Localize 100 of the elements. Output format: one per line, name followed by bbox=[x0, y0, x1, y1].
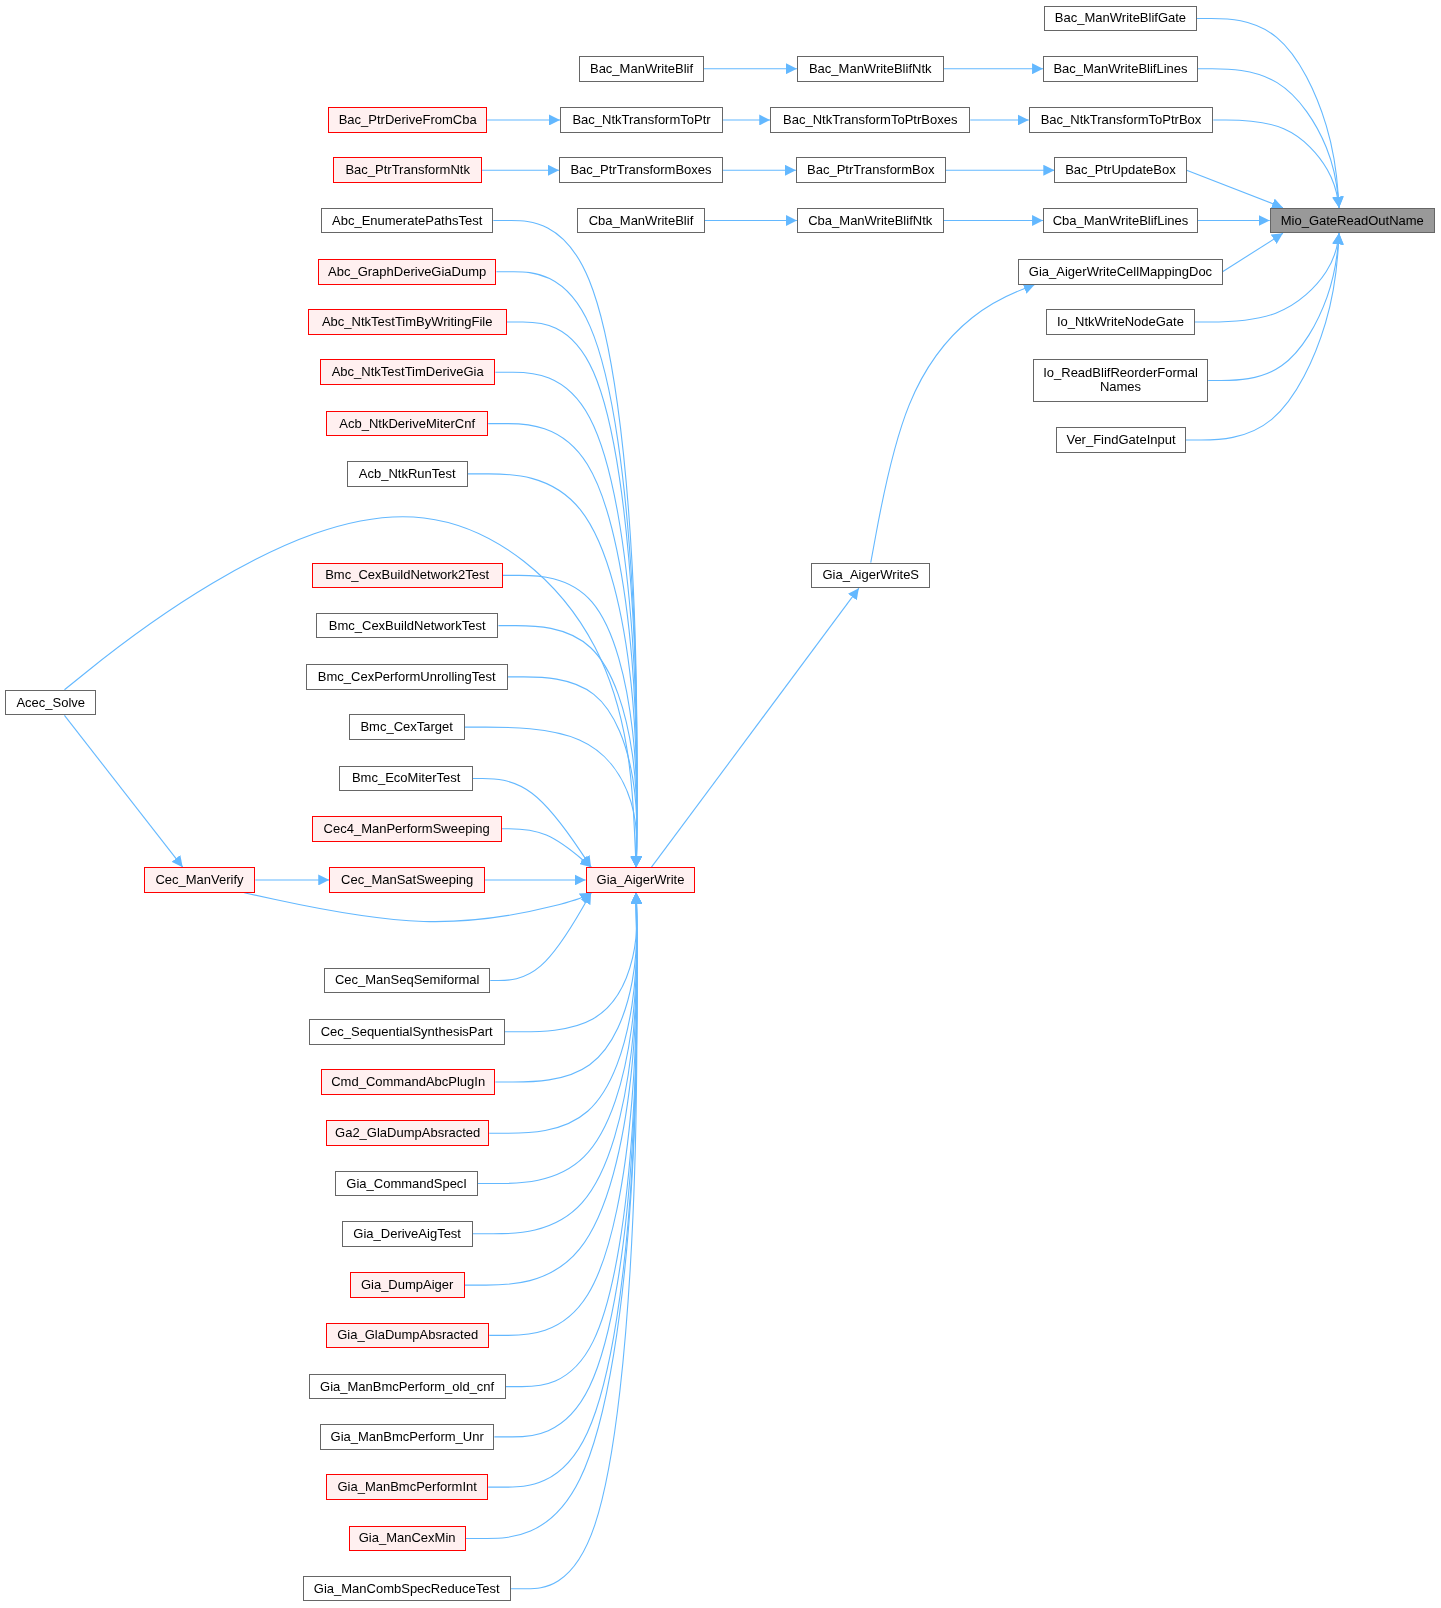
function-box bbox=[577, 207, 705, 234]
function-name: Gia_ManBmcPerform_Unr bbox=[330, 1429, 484, 1444]
arrow bbox=[1197, 215, 1271, 226]
function-name: Bmc_CexBuildNetwork2Test bbox=[325, 568, 490, 583]
function-name: Io_NtkWriteNodeGate bbox=[1057, 315, 1184, 330]
arrow bbox=[722, 164, 797, 176]
function-name: Gia_CommandSpecI bbox=[346, 1176, 467, 1191]
function-box bbox=[348, 714, 465, 740]
function-box bbox=[1028, 107, 1214, 133]
function-box bbox=[349, 1272, 465, 1298]
arrow bbox=[722, 114, 771, 126]
function-name: Gia_DeriveAigTest bbox=[353, 1226, 461, 1241]
arrow bbox=[1207, 232, 1344, 382]
function-name: Bmc_CexTarget bbox=[360, 720, 453, 735]
function-name: Bac_ManWriteBlifNtk bbox=[808, 61, 932, 76]
function-name: Bac_PtrTransformNtk bbox=[345, 163, 470, 178]
arrow bbox=[472, 777, 592, 868]
function-name: Cec4_ManPerformSweeping bbox=[323, 821, 490, 836]
function-box bbox=[321, 1069, 496, 1095]
function-box bbox=[1056, 427, 1186, 453]
function-name: Abc_NtkTestTimDeriveGia bbox=[331, 365, 484, 380]
function-name: Gia_GlaDumpAbsracted bbox=[337, 1328, 479, 1343]
function-box bbox=[329, 867, 486, 893]
arrow bbox=[704, 215, 798, 226]
function-box bbox=[339, 765, 473, 792]
function-box bbox=[326, 410, 489, 437]
function-box bbox=[558, 157, 724, 184]
arrow bbox=[943, 63, 1044, 75]
function-name: Cba_ManWriteBlifNtk bbox=[808, 213, 933, 228]
function-box bbox=[308, 1373, 506, 1400]
function-name: Gia_ManBmcPerform_old_cnf bbox=[320, 1379, 495, 1394]
arrow bbox=[969, 114, 1030, 126]
function-name: Bac_PtrDeriveFromCba bbox=[338, 113, 477, 127]
function-name: Bac_ManWriteBlif bbox=[589, 61, 694, 76]
function-box bbox=[1043, 55, 1198, 82]
function-name: Ver_FindGateInput bbox=[1066, 433, 1176, 447]
function-box bbox=[308, 1018, 505, 1045]
function-name: Cec_ManSeqSemiformal bbox=[334, 973, 480, 988]
function-name: Abc_EnumeratePathsTest bbox=[332, 213, 483, 228]
arrow bbox=[703, 63, 798, 75]
function-name: Bmc_EcoMiterTest bbox=[351, 771, 461, 786]
function-box bbox=[341, 1221, 473, 1247]
function-name: Ga2_GlaDumpAbsracted bbox=[335, 1126, 481, 1141]
function-box bbox=[585, 867, 696, 893]
function-box bbox=[324, 967, 491, 994]
function-box bbox=[315, 612, 499, 639]
function-box bbox=[335, 1170, 478, 1197]
function-box bbox=[302, 1575, 511, 1602]
function-box bbox=[1044, 5, 1197, 32]
function-name: Gia_ManCombSpecReduceTest bbox=[313, 1581, 500, 1596]
function-box bbox=[317, 258, 497, 285]
arrow bbox=[1197, 68, 1344, 209]
arrow bbox=[1212, 119, 1343, 209]
function-box bbox=[579, 55, 704, 82]
function-name: Bac_PtrTransformBox bbox=[807, 163, 935, 178]
function-box bbox=[796, 55, 944, 82]
function-box bbox=[305, 664, 508, 690]
arrow bbox=[481, 164, 560, 176]
function-name: Io_ReadBlifReorderFormal Names bbox=[1042, 366, 1199, 395]
function-name: Acb_NtkDeriveMiterCnf bbox=[339, 416, 476, 431]
function-box bbox=[348, 1525, 466, 1552]
function-box bbox=[320, 1424, 495, 1450]
function-box bbox=[333, 157, 482, 184]
function-box bbox=[346, 461, 468, 487]
arrow bbox=[489, 892, 592, 982]
function-name: Cba_ManWriteBlif bbox=[588, 213, 694, 228]
function-name: Gia_AigerWriteS bbox=[822, 568, 920, 583]
function-box bbox=[1046, 309, 1195, 335]
function-box bbox=[1269, 207, 1435, 234]
function-box bbox=[1032, 359, 1209, 402]
function-name: Cec_ManVerify bbox=[155, 872, 244, 887]
function-box bbox=[770, 107, 971, 133]
arrow bbox=[943, 215, 1044, 226]
function-box bbox=[326, 1322, 490, 1349]
function-box bbox=[1018, 258, 1223, 285]
function-name: Acec_Solve bbox=[16, 695, 86, 710]
arrow bbox=[254, 874, 330, 886]
arrow bbox=[1186, 169, 1284, 209]
function-box bbox=[328, 107, 488, 133]
function-name: Mio_GateReadOutName bbox=[1280, 213, 1424, 228]
function-name: Bac_NtkTransformToPtrBox bbox=[1040, 113, 1202, 127]
arrow bbox=[1222, 232, 1284, 273]
function-box bbox=[311, 562, 503, 589]
arrow bbox=[484, 874, 587, 886]
function-box bbox=[1043, 207, 1198, 234]
function-box bbox=[321, 207, 494, 234]
function-box bbox=[560, 107, 724, 133]
function-box bbox=[326, 1120, 490, 1147]
function-name: Bmc_CexBuildNetworkTest bbox=[328, 618, 486, 633]
function-name: Bmc_CexPerformUnrollingTest bbox=[317, 669, 496, 684]
function-name: Bac_ManWriteBlifLines bbox=[1053, 61, 1188, 76]
function-name: Bac_NtkTransformToPtr bbox=[572, 113, 711, 127]
function-box bbox=[795, 157, 946, 184]
function-name: Acb_NtkRunTest bbox=[358, 466, 456, 481]
arrow bbox=[63, 714, 184, 868]
arrow bbox=[650, 587, 860, 868]
function-name: Bac_PtrTransformBoxes bbox=[570, 163, 712, 178]
function-name: Cba_ManWriteBlifLines bbox=[1052, 213, 1189, 228]
function-name: Gia_DumpAiger bbox=[360, 1278, 454, 1293]
arrow bbox=[945, 164, 1055, 176]
